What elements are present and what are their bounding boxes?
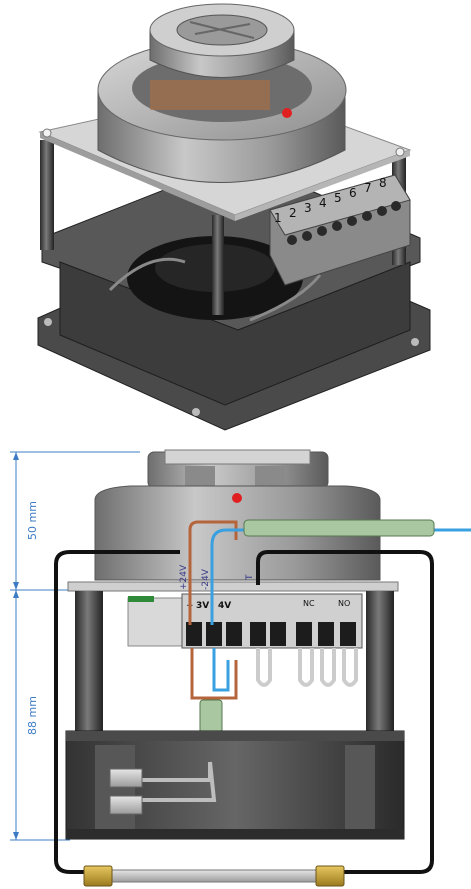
wire-label-plus24v: +24V xyxy=(179,564,189,590)
mounting-plate-edge xyxy=(40,132,235,221)
dimension-label-top: 50 mm xyxy=(26,501,39,540)
fan-housing-top-rail xyxy=(66,731,404,741)
terminal-loops xyxy=(256,648,358,687)
terminal-number-8: 8 xyxy=(379,176,387,190)
terminal-label-nc: NC xyxy=(303,599,315,608)
terminal-screws xyxy=(287,201,401,245)
terminal-label-3v: 3V xyxy=(196,601,209,611)
isometric-view: 1 2 3 4 5 6 7 8 xyxy=(37,3,431,431)
fan-blade xyxy=(249,274,322,322)
connector-plug xyxy=(109,768,143,788)
mounting-plate-front xyxy=(67,581,399,592)
wire-label-minus24v: -24V xyxy=(201,568,211,590)
bolt xyxy=(42,128,52,138)
detector-vent-slot xyxy=(255,466,285,488)
terminal-number-2: 2 xyxy=(289,206,297,220)
blue-wire xyxy=(210,528,471,625)
standoff-post-right xyxy=(366,591,394,731)
terminal-label-no: NO xyxy=(338,599,350,608)
fan-bracket-right xyxy=(345,745,375,829)
standoff-post-left xyxy=(75,591,103,731)
fan-blade xyxy=(108,257,186,292)
terminal-number-3: 3 xyxy=(304,201,312,215)
black-cable xyxy=(54,550,434,874)
dimension-label-bottom: 88 mm xyxy=(26,696,39,735)
detector-head-cap xyxy=(164,449,311,465)
brown-wire xyxy=(188,520,238,625)
circuit-board-green xyxy=(128,596,154,602)
led-indicator-front xyxy=(232,493,242,503)
connector-plug xyxy=(109,795,143,815)
sensor-tube xyxy=(107,869,323,883)
wire-label-t: T xyxy=(245,574,255,581)
front-view: 50 mm 88 mm + 3V 4V NC NO +24V -2 xyxy=(10,449,471,887)
fan-housing-bottom-rail xyxy=(66,829,404,839)
sensor-wire xyxy=(140,761,217,802)
circuit-board xyxy=(127,597,184,647)
terminal-number-6: 6 xyxy=(349,186,357,200)
brass-end-left xyxy=(83,865,113,887)
brass-end-right xyxy=(315,865,345,887)
detector-vent-slot xyxy=(185,466,215,488)
standoff-post xyxy=(212,215,224,315)
terminal-block-top xyxy=(269,174,411,236)
terminal-number-5: 5 xyxy=(334,191,342,205)
bolt xyxy=(411,338,419,346)
mounting-plate-edge xyxy=(235,150,410,221)
bolt xyxy=(395,147,405,157)
terminal-screws-front xyxy=(186,622,356,646)
led-indicator xyxy=(282,108,292,118)
brown-wire-loop xyxy=(190,648,238,700)
bolt xyxy=(192,408,200,416)
bolt xyxy=(44,318,52,326)
terminal-number-7: 7 xyxy=(364,181,372,195)
terminal-number-1: 1 xyxy=(274,211,282,225)
terminal-numbers: 1 2 3 4 5 6 7 8 xyxy=(274,176,387,225)
blue-wire-loop xyxy=(212,648,230,692)
standoff-post xyxy=(40,140,54,250)
terminal-number-4: 4 xyxy=(319,196,327,210)
detector-wiring xyxy=(150,80,270,110)
terminal-label-4v: 4V xyxy=(218,601,231,611)
green-sleeve-top xyxy=(243,519,435,537)
